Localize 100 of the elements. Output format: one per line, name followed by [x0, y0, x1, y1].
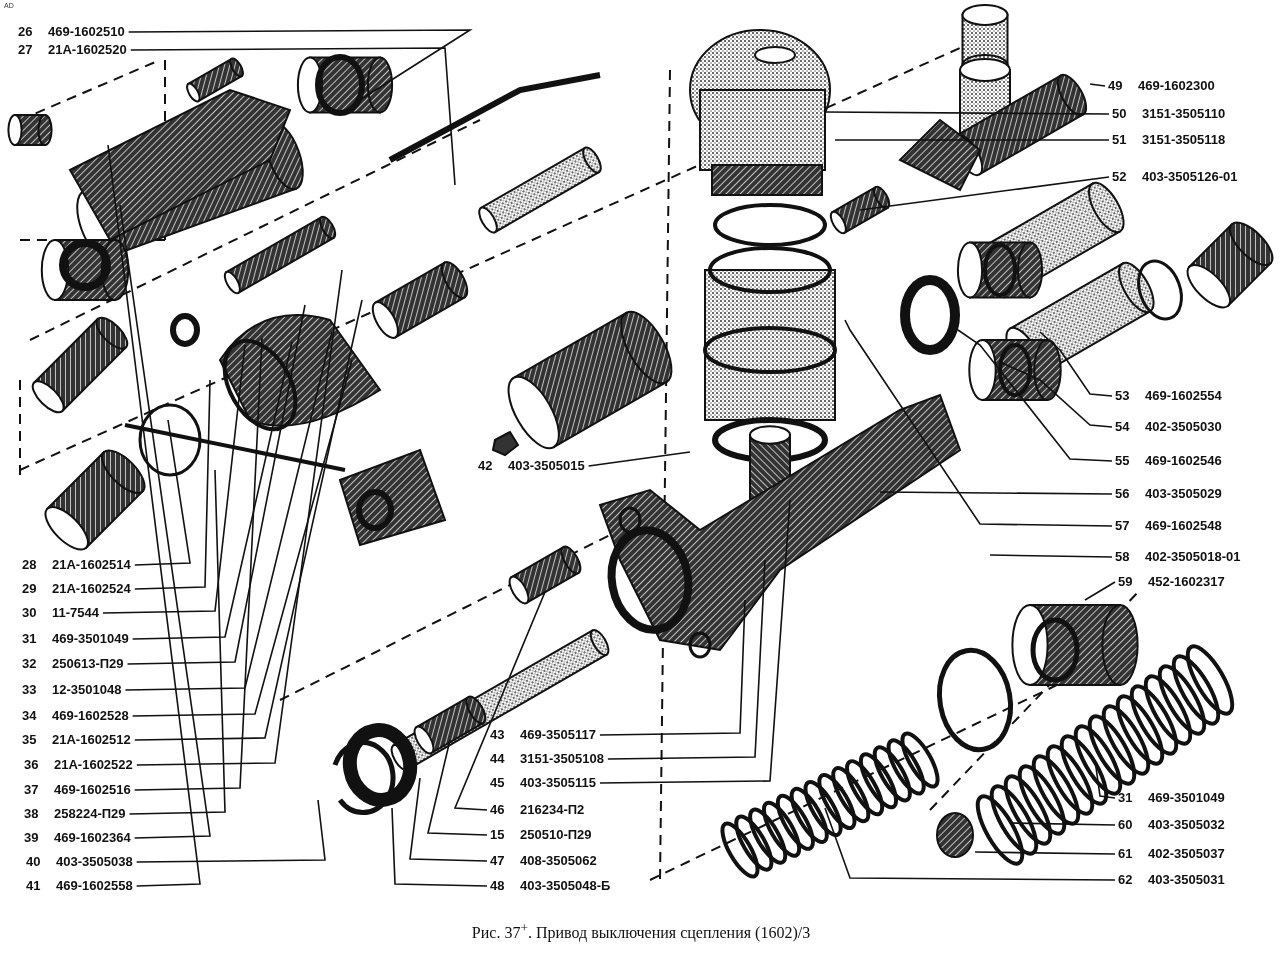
leader-line	[135, 799, 326, 863]
callout-number: 50	[1112, 106, 1128, 122]
callout-number: 54	[1115, 419, 1131, 435]
callout-number: 47	[490, 853, 506, 869]
callout-number: 46	[490, 802, 506, 818]
callout-number: 42	[478, 458, 494, 474]
part-number: 403-3505126-01	[1142, 169, 1238, 185]
part-number: 469-1602510	[48, 24, 125, 40]
leader-line	[134, 299, 363, 741]
leader-line	[391, 807, 488, 887]
part-number: 12-3501048	[52, 682, 122, 698]
part-number: 402-3505037	[1148, 846, 1225, 862]
figure-caption: Рис. 37$^{+}$. Привод выключения сцепления (1602)/3	[471, 924, 811, 942]
callout-number: 58	[1115, 549, 1131, 565]
callout-number: 32	[22, 656, 38, 672]
callout-number: 38	[24, 806, 40, 822]
leader-line	[587, 451, 691, 467]
part-number: 3151-3505108	[520, 751, 604, 767]
part-number: 469-1602548	[1145, 518, 1222, 534]
callout-number: 61	[1118, 846, 1134, 862]
callout-number: 34	[22, 708, 38, 724]
callout-number: 43	[490, 727, 506, 743]
leader-line	[107, 144, 201, 887]
leader-line	[128, 469, 226, 815]
part-number: 402-3505030	[1145, 419, 1222, 435]
callout-number: 57	[1115, 518, 1131, 534]
callout-number: 27	[18, 42, 34, 58]
part-number: 469-1602528	[52, 708, 129, 724]
part-number: 469-1602554	[1145, 388, 1222, 404]
callout-number: 49	[1108, 78, 1124, 94]
leader-line	[127, 29, 473, 101]
callout-number: 44	[490, 751, 506, 767]
part-number: 21А-1602514	[52, 557, 131, 573]
part-number: 403-3505015	[508, 458, 585, 474]
leader-line	[834, 139, 1110, 141]
leader-line	[134, 379, 211, 590]
callout-number: 52	[1112, 169, 1128, 185]
callout-number: 55	[1115, 453, 1131, 469]
callout-number: 33	[22, 682, 38, 698]
callout-number: 29	[22, 581, 38, 597]
leader-line	[102, 344, 246, 614]
leader-line	[131, 359, 353, 717]
part-number: 403-3505048-Б	[520, 878, 611, 894]
part-number: 469-1602546	[1145, 453, 1222, 469]
part-number: 250613-П29	[52, 656, 124, 672]
leader-line	[957, 329, 1113, 462]
part-number: 21А-1602520	[48, 42, 127, 58]
callout-number: 40	[26, 854, 42, 870]
leader-line	[427, 739, 488, 836]
leader-line	[859, 176, 1110, 211]
leader-line	[989, 554, 1113, 558]
callout-number: 26	[18, 24, 34, 40]
callout-number: 15	[490, 827, 506, 843]
callout-number: 51	[1112, 132, 1128, 148]
leader-line	[844, 319, 1113, 527]
callout-number: 30	[22, 605, 38, 621]
part-number: 469-1602364	[54, 830, 131, 846]
callout-number: 60	[1118, 817, 1134, 833]
leader-line	[1084, 581, 1116, 601]
leader-line	[453, 591, 546, 811]
leader-line	[599, 499, 791, 784]
leader-line	[607, 559, 766, 760]
leader-line	[999, 361, 1113, 428]
part-number: 469-1602558	[56, 878, 133, 894]
part-number: 21А-1602522	[54, 757, 133, 773]
callout-number: 62	[1118, 872, 1134, 888]
part-number: 250510-П29	[520, 827, 592, 843]
callout-number: 48	[490, 878, 506, 894]
leader-line	[134, 419, 191, 566]
callout-number: 53	[1115, 388, 1131, 404]
part-number: 21А-1602524	[52, 581, 131, 597]
leader-line	[879, 491, 1113, 495]
part-number: 408-3505062	[520, 853, 597, 869]
leader-line	[126, 304, 306, 665]
part-number: 452-1602317	[1148, 574, 1225, 590]
callout-number: 31	[1118, 790, 1134, 806]
leader-line	[136, 269, 343, 766]
callout-number: 56	[1115, 486, 1131, 502]
part-number: 403-3505038	[56, 854, 133, 870]
leader-line	[1089, 83, 1106, 87]
leader-line	[1039, 331, 1113, 397]
part-number: 216234-П2	[520, 802, 585, 818]
leader-line	[130, 47, 456, 186]
part-number: 21А-1602512	[52, 732, 131, 748]
callout-number: 35	[22, 732, 38, 748]
part-number: 403-3505115	[520, 775, 596, 791]
leader-line	[131, 341, 293, 640]
part-number: 469-1602516	[54, 782, 131, 798]
part-number: 3151-3505118	[1142, 132, 1226, 148]
part-number: 403-3505031	[1148, 872, 1225, 888]
part-number: 258224-П29	[54, 806, 126, 822]
part-number: 403-3505032	[1148, 817, 1225, 833]
part-number: 469-3505117	[520, 727, 596, 743]
callout-number: 41	[26, 878, 42, 894]
callout-number: 59	[1118, 574, 1134, 590]
leader-line	[599, 599, 746, 736]
callout-number: 45	[490, 775, 506, 791]
part-number: 3151-3505110	[1142, 106, 1226, 122]
leader-line	[824, 111, 1110, 115]
part-number: 469-3501049	[1148, 790, 1225, 806]
